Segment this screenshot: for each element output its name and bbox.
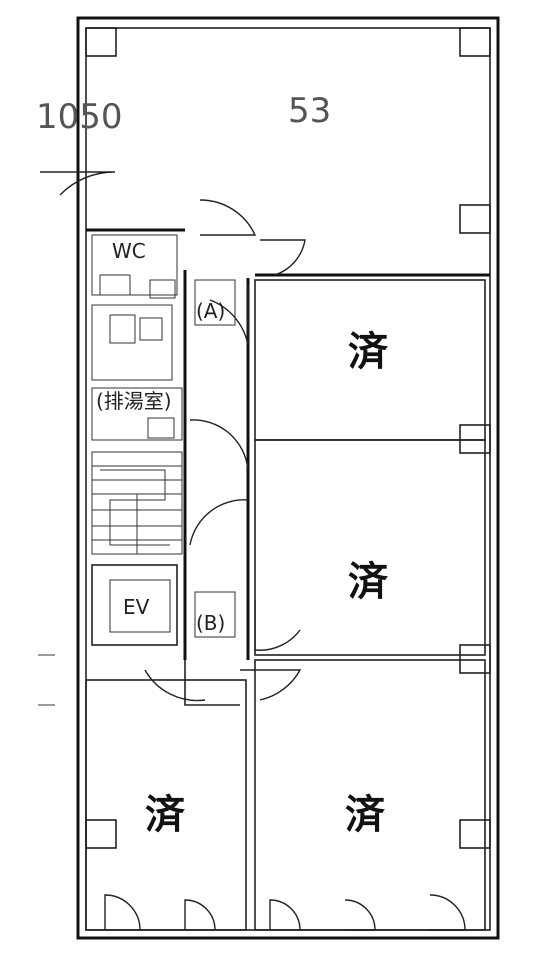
drain-label: (排湯室) (96, 389, 172, 413)
wc-fixture-2 (149, 279, 176, 299)
doors (40, 171, 466, 931)
wc-area (91, 234, 178, 296)
elevator-shaft (91, 564, 178, 646)
elevator-car (109, 579, 171, 633)
ev-label: EV (123, 595, 150, 619)
dimension-ticks (38, 654, 55, 706)
side-dimension: 1050 (36, 97, 123, 137)
room-status-4: 済 (345, 792, 386, 838)
columns (85, 27, 491, 849)
sink-2 (139, 317, 163, 341)
drain-fixture (147, 417, 175, 439)
sink (109, 314, 136, 344)
wash-area (91, 304, 173, 381)
outer-wall (76, 16, 500, 940)
room-left-bottom (85, 679, 247, 931)
stair-b-box (194, 591, 236, 638)
staircase (91, 451, 183, 555)
room-status-2: 済 (348, 559, 389, 605)
room-right-2 (254, 439, 486, 656)
stair-b-label: (B) (196, 611, 225, 635)
drain-room (91, 387, 183, 441)
stair-a-label: (A) (196, 299, 225, 323)
stair-a-box (194, 279, 236, 326)
top-room-label: 53 (288, 91, 331, 131)
wc-fixture (99, 274, 131, 296)
entry-wall (184, 660, 240, 706)
wc-label: WC (112, 239, 146, 263)
room-status-1: 済 (348, 329, 389, 375)
room-status-3: 済 (145, 792, 186, 838)
